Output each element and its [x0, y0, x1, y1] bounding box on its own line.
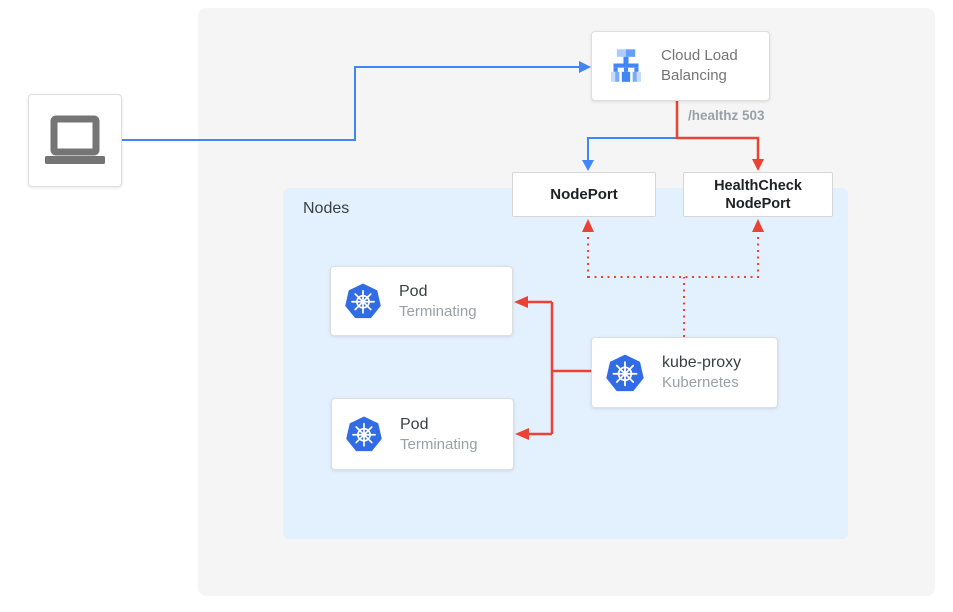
pod-card-2: Pod Terminating: [331, 398, 514, 470]
healthcheck-nodeport-label: HealthCheck NodePort: [714, 177, 802, 212]
cloud-load-balancing-icon: [611, 49, 641, 82]
nodeport-box: NodePort: [512, 172, 656, 217]
kube-proxy-card: kube-proxy Kubernetes: [591, 337, 778, 408]
pod-title: Pod: [400, 415, 429, 433]
kubernetes-icon: [606, 354, 644, 391]
kube-proxy-title: kube-proxy: [662, 354, 742, 371]
kube-proxy-subtitle: Kubernetes: [662, 374, 739, 391]
pod-status: Terminating: [400, 435, 478, 453]
cloud-load-balancing-card: Cloud Load Balancing: [591, 31, 770, 101]
kubernetes-icon: [346, 416, 382, 452]
pod-status: Terminating: [399, 302, 477, 320]
pod-card-1: Pod Terminating: [330, 266, 513, 336]
client-card: [28, 94, 122, 187]
healthcheck-nodeport-box: HealthCheck NodePort: [683, 172, 833, 217]
kubernetes-icon: [345, 283, 381, 319]
pod-title: Pod: [399, 282, 428, 300]
nodeport-label: NodePort: [550, 186, 618, 203]
cloud-load-balancing-label: Cloud Load Balancing: [661, 47, 738, 84]
laptop-icon: [45, 115, 105, 164]
nodes-panel-label: Nodes: [303, 200, 350, 217]
healthz-503-label: /healthz 503: [688, 108, 765, 123]
